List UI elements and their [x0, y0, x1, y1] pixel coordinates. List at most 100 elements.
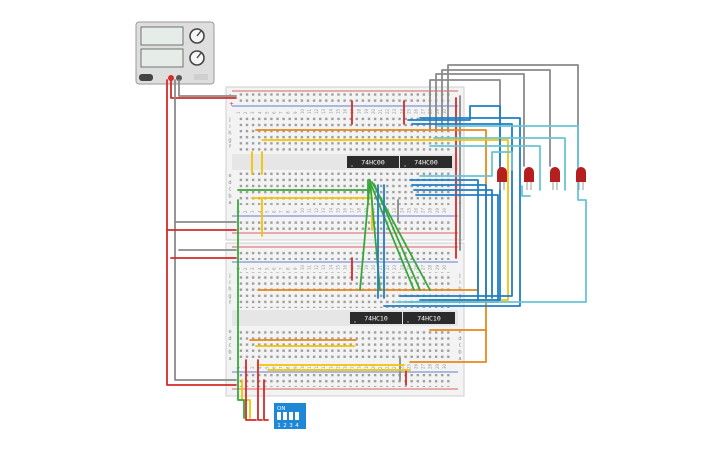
column-number: 9: [293, 267, 298, 270]
column-number: 13: [321, 207, 326, 213]
row-letter: c: [459, 343, 462, 349]
led-red[interactable]: [576, 167, 586, 190]
row-letter: h: [228, 287, 231, 293]
column-number: 3: [250, 111, 255, 114]
chip-74hc00-a[interactable]: 74HC00: [347, 156, 399, 168]
chip-label: 74HC00: [361, 159, 385, 167]
column-number: 15: [335, 264, 340, 270]
row-letter: f: [459, 300, 461, 306]
column-number: 6: [272, 267, 277, 270]
column-number: 18: [357, 207, 362, 213]
led-red[interactable]: [550, 167, 560, 190]
column-number: 11: [307, 108, 312, 114]
chip-74hc10-a[interactable]: 74HC10: [350, 312, 402, 324]
column-number: 2: [243, 267, 248, 270]
column-number: 3: [250, 366, 255, 369]
column-number: 14: [328, 108, 333, 114]
positive-terminal[interactable]: [168, 75, 174, 81]
row-letter: g: [228, 293, 231, 299]
column-number: 28: [428, 207, 433, 213]
column-number: 25: [406, 264, 411, 270]
column-number: 18: [357, 363, 362, 369]
dip-toggle[interactable]: [283, 412, 287, 420]
column-number: 19: [364, 363, 369, 369]
column-number: 23: [392, 264, 397, 270]
row-letter: b: [458, 349, 461, 355]
chip-74hc10-b[interactable]: 74HC10: [403, 312, 455, 324]
column-number: 14: [328, 207, 333, 213]
wire-gray-ground[interactable]: [178, 79, 237, 97]
row-letter: j: [458, 273, 460, 279]
column-number: 23: [392, 108, 397, 114]
column-number: 27: [421, 108, 426, 114]
column-number: 21: [378, 363, 383, 369]
column-number: 24: [399, 207, 404, 213]
column-number: 16: [343, 363, 348, 369]
wire-gray-main[interactable]: [174, 79, 237, 381]
wire-red-power[interactable]: [170, 79, 237, 99]
column-number: 2: [243, 111, 248, 114]
chip-label: 74HC10: [417, 315, 441, 323]
row-letter: e: [458, 329, 461, 335]
column-number: 10: [300, 264, 305, 270]
column-number: 16: [343, 108, 348, 114]
column-number: 26: [414, 264, 419, 270]
column-number: 30: [442, 108, 447, 114]
column-number: 29: [435, 264, 440, 270]
column-number: 5: [264, 267, 269, 270]
voltage-display: [140, 26, 184, 46]
column-number: 9: [293, 366, 298, 369]
column-number: 21: [378, 108, 383, 114]
column-number: 15: [335, 363, 340, 369]
wire-red-main[interactable]: [166, 79, 237, 386]
column-number: 26: [414, 207, 419, 213]
led-red[interactable]: [497, 167, 507, 190]
column-number: 12: [314, 207, 319, 213]
row-letter: h: [228, 131, 231, 137]
dip-toggle[interactable]: [295, 412, 299, 420]
rail-minus-label: -: [229, 91, 231, 98]
column-number: 21: [378, 264, 383, 270]
column-number: 18: [357, 264, 362, 270]
column-number: 8: [286, 366, 291, 369]
dip-toggle[interactable]: [289, 412, 293, 420]
column-number: 30: [442, 264, 447, 270]
column-number: 11: [307, 363, 312, 369]
led-group: [497, 167, 586, 190]
column-number: 4: [257, 111, 262, 114]
chip-label: 74HC10: [364, 315, 388, 323]
dip-number: 4: [295, 423, 299, 429]
power-switch-icon[interactable]: [139, 74, 153, 81]
dip-switch[interactable]: ON 1 2 3 4: [274, 403, 306, 429]
row-letter: a: [458, 356, 461, 362]
column-number: 25: [406, 363, 411, 369]
row-letter: f: [229, 144, 231, 150]
bench-power-supply[interactable]: [135, 21, 215, 85]
dip-toggle[interactable]: [277, 412, 281, 420]
column-number: 5: [264, 366, 269, 369]
column-number: 9: [293, 111, 298, 114]
led-red[interactable]: [524, 167, 534, 190]
column-number: 9: [293, 210, 298, 213]
row-letter: j: [228, 117, 230, 123]
column-number: 7: [279, 210, 284, 213]
column-number: 22: [385, 108, 390, 114]
row-letter: b: [228, 349, 231, 355]
row-letter: j: [228, 273, 230, 279]
chip-label: 74HC00: [414, 159, 438, 167]
column-number: 24: [399, 108, 404, 114]
row-letter: e: [228, 329, 231, 335]
column-number: 7: [279, 111, 284, 114]
column-number: 26: [414, 363, 419, 369]
column-number: 24: [399, 264, 404, 270]
row-letter: b: [228, 193, 231, 199]
column-number: 18: [357, 108, 362, 114]
current-display: [140, 48, 184, 68]
negative-terminal[interactable]: [176, 75, 182, 81]
column-number: 20: [371, 264, 376, 270]
dip-number: 3: [289, 423, 293, 429]
column-number: 3: [250, 267, 255, 270]
column-number: 23: [392, 363, 397, 369]
chip-74hc00-b[interactable]: 74HC00: [400, 156, 452, 168]
